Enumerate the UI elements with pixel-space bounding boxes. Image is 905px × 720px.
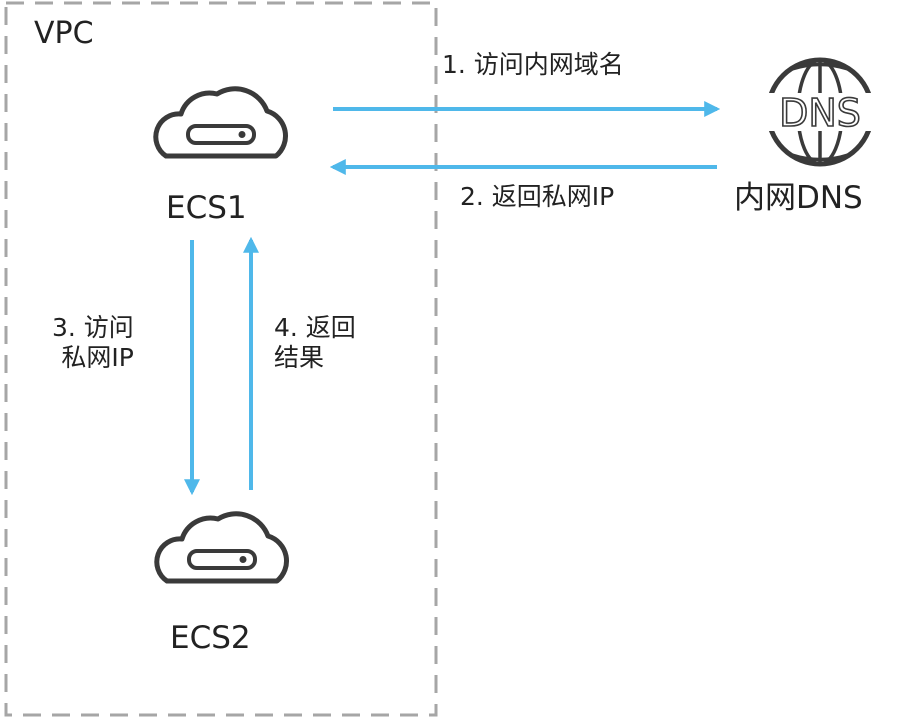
step2-label: 2. 返回私网IP — [460, 182, 615, 211]
dns-globe-icon: DNS — [763, 57, 877, 167]
step3-label-line2: 私网IP — [61, 343, 134, 372]
step4-label: 4. 返回 结果 — [274, 313, 356, 373]
vpc-boundary — [4, 1, 438, 717]
step4-label-line2: 结果 — [274, 343, 325, 372]
step4-label-line1: 4. 返回 — [274, 313, 356, 342]
ecs1-label: ECS1 — [166, 190, 247, 226]
vpc-label: VPC — [34, 16, 94, 51]
step1-label: 1. 访问内网域名 — [442, 50, 624, 79]
ecs2-cloud-server-icon — [154, 511, 289, 584]
step3-label: 3. 访问 私网IP — [52, 313, 134, 373]
ecs2-label: ECS2 — [170, 620, 251, 656]
dns-icon-text: DNS — [779, 91, 861, 135]
dns-label: 内网DNS — [734, 180, 863, 216]
step3-label-line1: 3. 访问 — [52, 313, 134, 342]
ecs1-cloud-server-icon — [153, 86, 288, 159]
